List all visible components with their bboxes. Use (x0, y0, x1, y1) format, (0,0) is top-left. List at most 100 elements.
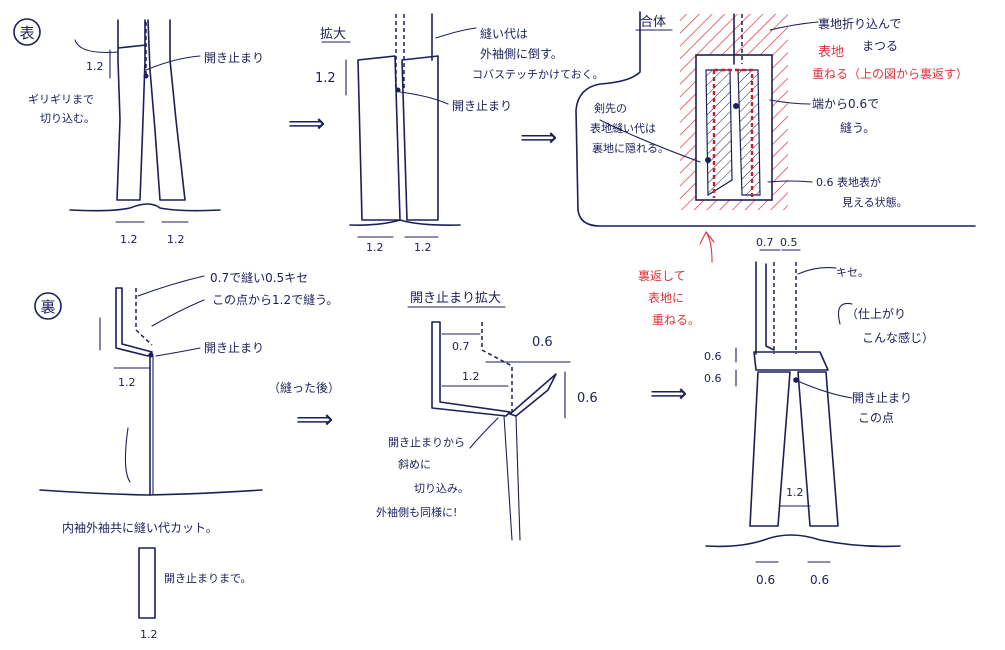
kakudai2-07: 0.7 (452, 340, 470, 353)
ura-hem (39, 489, 263, 496)
ura-cut-12: 1.2 (140, 628, 158, 641)
shiagari-note-2: こんな感じ） (862, 330, 934, 345)
omote-dim-12-c: 1.2 (167, 233, 185, 246)
gattai-fold-1: 裏地折り込んで (818, 16, 901, 31)
shiagari-06a: 0.6 (704, 350, 722, 363)
shiagari-06c: 0.6 (756, 573, 775, 587)
gattai-fold-2: まつる (862, 39, 898, 53)
kakudai2-06b: 0.6 (577, 391, 598, 406)
omote-left-strip (116, 19, 146, 201)
kakudai2-12: 1.2 (462, 370, 480, 383)
ura-note-leader-1 (137, 275, 205, 297)
gattai-sixmm-leader (767, 180, 813, 183)
ura-akidomari: 開き止まり (204, 341, 264, 355)
nutta-ato-label: （縫った後） (268, 380, 340, 395)
omote-giri-2: 切り込む。 (40, 112, 95, 125)
shiagari-hem (705, 534, 901, 548)
shiagari-kise-line (765, 263, 775, 351)
panel-shiagari: 裏返して 表地に 重ねる。 0.7 0.5 キセ。 0.6 0.6 （仕上がり … (638, 231, 934, 587)
shiagari-urag-3: 重ねる。 (652, 313, 700, 327)
gattai-label: 合体 (640, 15, 666, 30)
ura-cut-rect (138, 547, 156, 619)
kakudai2-fold (431, 321, 511, 417)
omote-akidomari-label: 開き止まり (204, 51, 264, 65)
arrow-2: ⟹ (520, 123, 557, 153)
gattai-omote-2: 重ねる（上の図から裏返す） (812, 66, 968, 81)
kakudai-dot (395, 87, 401, 93)
ura-note-leader-2 (151, 299, 205, 327)
kakudai2-06a: 0.6 (532, 335, 553, 350)
kakudai-note-leader (435, 27, 477, 39)
kakudai2-kiri-3: 切り込み。 (414, 482, 469, 495)
shiagari-band (753, 351, 829, 371)
ura-made: 開き止まりまで。 (164, 572, 252, 585)
shiagari-12: 1.2 (786, 486, 804, 499)
gattai-hidden-2: 表地縫い代は (590, 121, 656, 135)
ura-stray (124, 427, 131, 483)
shiagari-urag-1: 裏返して (638, 268, 686, 283)
gattai-hashi-2: 縫う。 (840, 120, 875, 135)
ura-label: 裏 (40, 298, 55, 316)
ura-note-1: 0.7で縫い0.5キセ (210, 270, 308, 285)
kakudai-note-2: 外袖側に倒す。 (480, 46, 563, 61)
kakudai2-kiri-1: 開き止まりから (388, 436, 465, 449)
gattai-dot-l (705, 157, 711, 163)
ura-dot-leader (155, 347, 201, 357)
ura-seam (135, 288, 153, 346)
omote-notch (117, 44, 147, 49)
panel-gattai: 合体 剣先の 表地縫い代は 裏地に隠れる。 裏地折り込んで まつる 表地 重ねる… (575, 11, 976, 227)
gattai-red-seam (712, 68, 754, 198)
kakudai-dim-12-b: 1.2 (366, 241, 384, 254)
shiagari-urag-2: 表地に (648, 291, 684, 305)
shiagari-left-strip (749, 371, 791, 527)
gattai-hidden-1: 剣先の (594, 102, 627, 115)
kakudai2-cut-flap (509, 373, 557, 417)
kakudai2-lines (503, 415, 521, 541)
shiagari-dot-leader (799, 381, 853, 399)
panel-kakudai: 拡大 1.2 縫い代は 外袖側に倒す。 コバステッチかけておく。 開き止まり 1… (315, 13, 604, 254)
kakudai2-kiri-4: 外袖側も同様に! (376, 505, 457, 519)
ura-cut-note: 内袖外袖共に縫い代カット。 (62, 520, 218, 535)
panel-ura: 裏 1.2 0.7で縫い0.5キセ この点から1.2で縫う。 開き止まり 内袖外… (34, 270, 338, 641)
kakudai-right-strip (401, 55, 439, 221)
gattai-hidden-leader (599, 119, 701, 163)
shiagari-kise: キセ。 (836, 266, 869, 279)
shiagari-05: 0.5 (780, 236, 798, 249)
shiagari-note-bracket (837, 302, 853, 325)
shiagari-kono-ten: この点 (858, 411, 894, 425)
arrow-4: ⟹ (650, 379, 687, 409)
panel-akidomari-kakudai: 開き止まり拡大 0.7 0.6 1.2 0.6 開き止まりから 斜めに 切り込み… (376, 291, 598, 541)
omote-dim-12-b: 1.2 (120, 233, 138, 246)
shiagari-07: 0.7 (756, 236, 774, 249)
omote-akidomari-dot (143, 73, 149, 79)
omote-giri-leader (74, 39, 119, 54)
kakudai-label: 拡大 (320, 27, 346, 42)
gattai-left-fill (705, 69, 733, 197)
arrow-3: ⟹ (296, 405, 333, 435)
gattai-sixmm-2: 見える状態。 (842, 195, 908, 209)
shiagari-note-1: （仕上がり (846, 306, 906, 321)
omote-leader (145, 55, 201, 71)
kakudai-dot-leader (399, 91, 449, 105)
kakudai2-seam (481, 322, 513, 412)
shiagari-kise-leader (797, 267, 837, 275)
gattai-frame (575, 11, 976, 227)
ura-dim-12: 1.2 (118, 376, 136, 389)
omote-label: 表 (19, 24, 34, 42)
omote-giri-1: ギリギリまで (28, 93, 94, 106)
gattai-right-fill (737, 69, 761, 196)
shiagari-06d: 0.6 (810, 573, 829, 587)
kakudai2-kiri-leader (469, 417, 499, 449)
kakudai-note-1: 縫い代は (480, 26, 528, 41)
kakudai-note-3: コバステッチかけておく。 (472, 68, 604, 81)
kakudai-akidomari: 開き止まり (452, 99, 512, 113)
kakudai2-kiri-2: 斜めに (398, 458, 431, 471)
kakudai-left-strip (357, 55, 401, 221)
gattai-fold-leader (769, 21, 819, 31)
kakudai-dim-12-c: 1.2 (414, 241, 432, 254)
shiagari-akidomari: 開き止まり (852, 391, 912, 405)
omote-right-strip (147, 19, 186, 201)
gattai-dot-c (733, 103, 739, 109)
gattai-hidden-3: 裏地に隠れる。 (592, 141, 669, 155)
